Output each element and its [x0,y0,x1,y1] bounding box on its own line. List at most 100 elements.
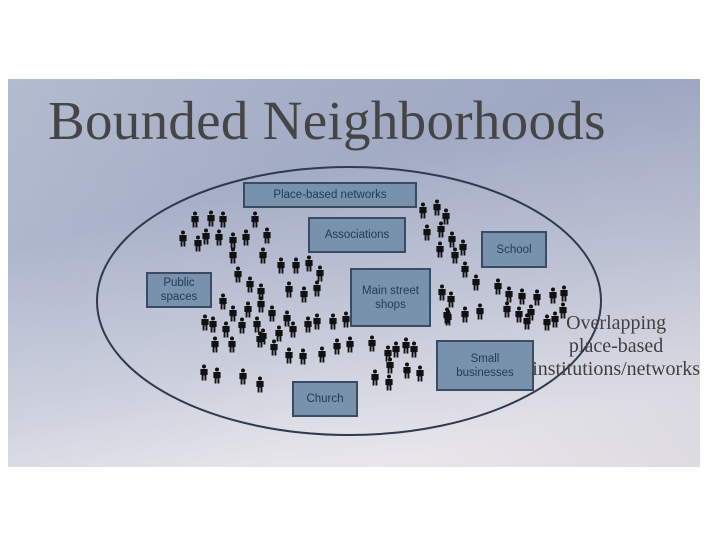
person-icon [371,369,379,386]
person-icon [386,357,394,374]
person-icon [533,289,541,306]
person-icon [551,311,559,328]
person-icon [549,287,557,304]
person-icon [209,316,217,333]
person-icon [257,296,265,313]
person-icon [518,288,526,305]
person-icon [219,293,227,310]
person-icon [305,255,313,272]
person-icon [438,284,446,301]
box-label: Public spaces [160,277,198,303]
person-icon [436,241,444,258]
person-icon [444,309,452,326]
person-icon [494,278,502,295]
person-icon [283,310,291,327]
person-icon [447,291,455,308]
person-icon [461,306,469,323]
person-icon [275,325,283,342]
person-icon [242,229,250,246]
person-icon [313,280,321,297]
person-icon [333,338,341,355]
person-icon [207,210,215,227]
box-label: Main street shops [362,284,419,311]
box-associations: Associations [308,217,406,253]
box-school: School [481,231,547,268]
box-main-street-shops: Main street shops [350,268,431,327]
box-label: Associations [324,229,390,241]
person-icon [268,305,276,322]
person-icon [238,317,246,334]
person-icon [251,211,259,228]
person-icon [476,303,484,320]
box-label: School [496,243,532,256]
person-icon [410,341,418,358]
person-icon [527,304,535,321]
person-icon [215,229,223,246]
person-icon [191,211,199,228]
person-icon [304,316,312,333]
person-icon [256,331,264,348]
person-icon [368,335,376,352]
person-icon [246,276,254,293]
person-icon [448,231,456,248]
person-icon [461,261,469,278]
person-icon [316,265,324,282]
person-icon [263,227,271,244]
person-icon [503,301,511,318]
person-icon [179,230,187,247]
person-icon [239,368,247,385]
person-icon [211,336,219,353]
person-icon [313,313,321,330]
box-place-based-networks: Place-based networks [243,182,417,208]
person-icon [543,314,551,331]
person-icon [270,339,278,356]
person-icon [219,211,227,228]
person-icon [505,286,513,303]
slide-title: Bounded Neighborhoods [48,90,606,151]
person-icon [253,316,261,333]
person-icon [228,336,236,353]
person-icon [299,348,307,365]
box-public-spaces: Public spaces [146,272,212,308]
box-label: Small businesses [456,352,514,379]
person-icon [229,232,237,249]
person-icon [277,257,285,274]
person-icon [318,346,326,363]
person-icon [559,302,567,319]
person-icon [194,235,202,252]
slide-caption: Overlapping place-based institutions/net… [532,312,700,380]
person-icon [403,362,411,379]
person-icon [285,347,293,364]
person-icon [523,313,531,330]
person-icon [244,301,252,318]
box-church: Church [292,381,358,417]
person-icon [201,314,209,331]
person-icon [385,374,393,391]
person-icon [289,321,297,338]
person-icon [346,336,354,353]
person-icon [459,239,467,256]
person-icon [300,286,308,303]
person-icon [257,283,265,300]
person-icon [451,247,459,264]
person-icon [292,257,300,274]
person-icon [433,199,441,216]
person-icon [329,313,337,330]
person-icon [442,208,450,225]
person-icon [285,281,293,298]
person-icon [437,221,445,238]
box-label: Church [306,393,344,405]
person-icon [202,228,210,245]
person-icon [402,337,410,354]
person-icon [234,266,242,283]
person-icon [200,364,208,381]
box-small-businesses: Small businesses [436,340,534,391]
person-icon [423,224,431,241]
person-icon [472,274,480,291]
person-icon [515,306,523,323]
person-icon [342,311,350,328]
person-icon [392,341,400,358]
person-icon [416,365,424,382]
